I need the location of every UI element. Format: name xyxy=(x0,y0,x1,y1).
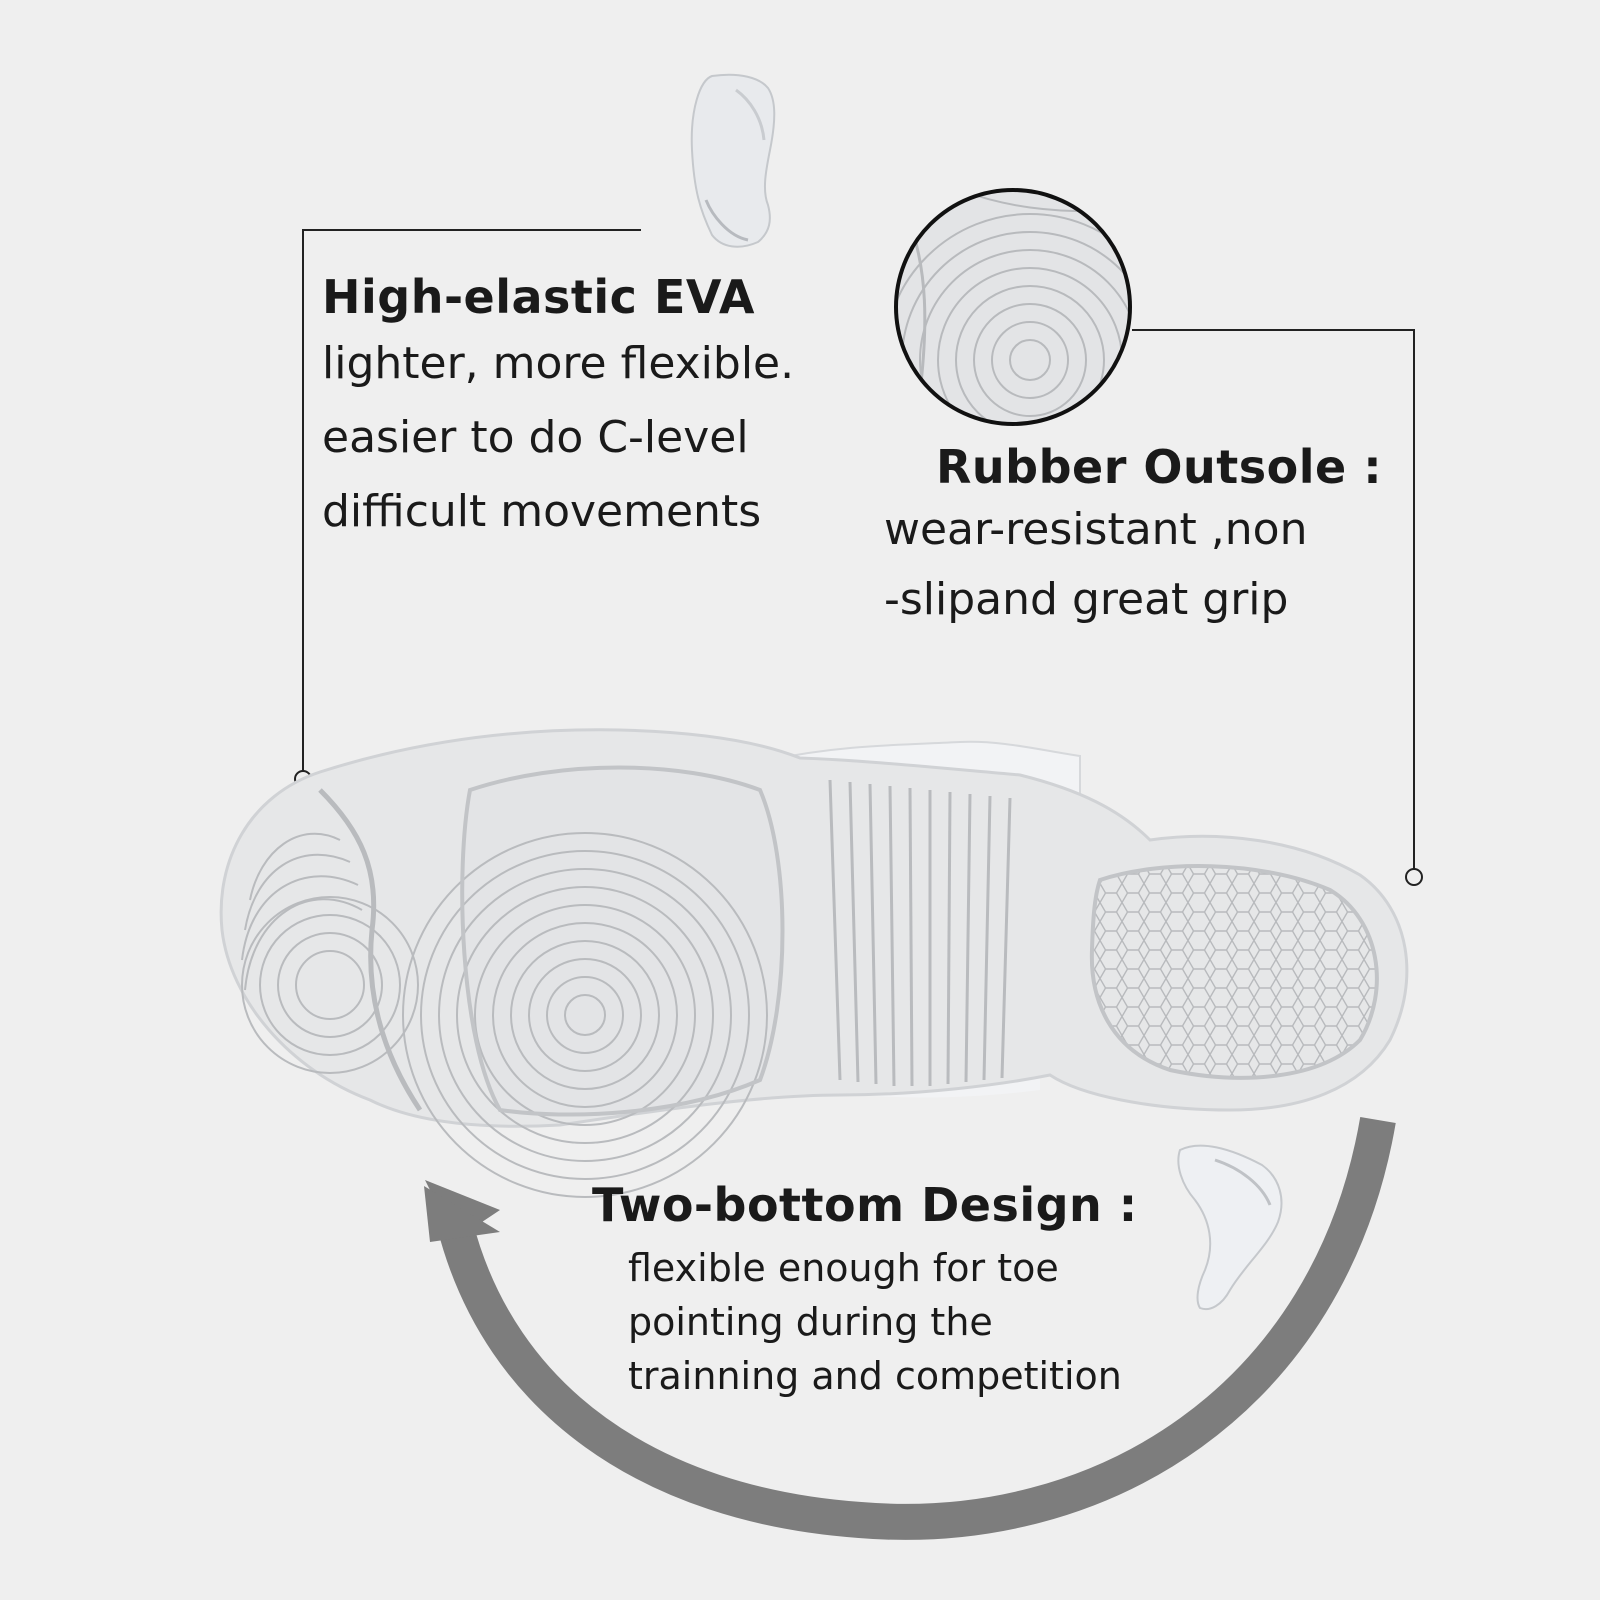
rubber-line-1: wear-resistant ,non xyxy=(884,504,1308,556)
eva-title: High-elastic EVA xyxy=(322,270,755,324)
rubber-title: Rubber Outsole : xyxy=(936,440,1383,494)
callout-rubber-outsole: Rubber Outsole : wear-resistant ,non -sl… xyxy=(884,440,1404,635)
eva-line-1: lighter, more flexible. xyxy=(322,338,795,390)
two-bottom-title: Two-bottom Design : xyxy=(592,1178,1138,1232)
eva-line-3: difficult movements xyxy=(322,486,762,538)
rubber-line-2: -slipand great grip xyxy=(884,574,1289,626)
shoe-outsole xyxy=(219,728,1409,1198)
callout-two-bottom-design: Two-bottom Design : flexible enough for … xyxy=(592,1178,1172,1403)
callout-high-elastic-eva: High-elastic EVA lighter, more flexible.… xyxy=(322,270,842,547)
two-bottom-line-1: flexible enough for toe xyxy=(628,1246,1059,1291)
eva-line-2: easier to do C-level xyxy=(322,412,749,464)
curved-arrow xyxy=(424,1116,1396,1540)
rubber-leader-line xyxy=(1132,329,1423,886)
two-bottom-line-3: trainning and competition xyxy=(628,1354,1122,1399)
shoe-bend-thumbnail xyxy=(1177,1144,1283,1310)
shoe-top-thumbnail xyxy=(690,73,776,248)
two-bottom-line-2: pointing during the xyxy=(628,1300,993,1345)
